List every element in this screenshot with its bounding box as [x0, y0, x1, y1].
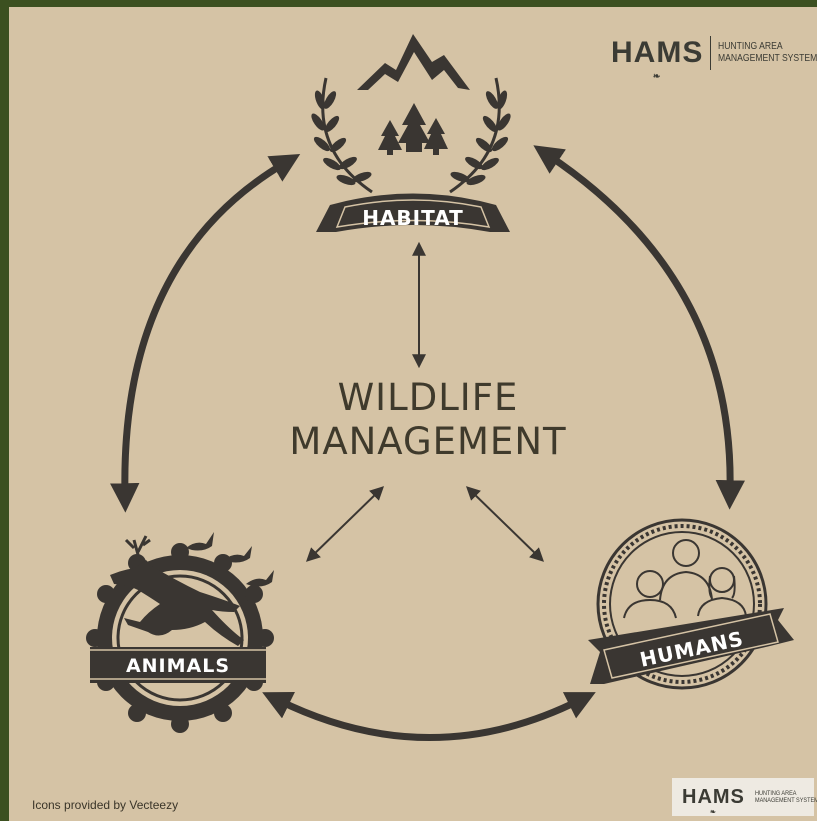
- logo-wordmark-small: HAMS ❧: [682, 785, 745, 816]
- logo-wordmark: HAMS ❧: [611, 36, 704, 81]
- arrow-animals-humans: [262, 692, 596, 741]
- habitat-node: HABITAT: [311, 34, 511, 232]
- habitat-label: HABITAT: [362, 206, 464, 230]
- animals-label: ANIMALS: [126, 655, 230, 677]
- arrow-center-humans: [465, 486, 545, 562]
- animals-node: ANIMALS: [86, 532, 274, 733]
- humans-ribbon: [588, 608, 794, 684]
- oak-leaf-icon-small: ❧: [710, 808, 717, 816]
- arrow-center-animals: [305, 486, 385, 562]
- arrow-habitat-animals: [110, 154, 301, 513]
- oak-leaf-icon: ❧: [652, 71, 662, 81]
- mountain-icon: [357, 34, 470, 90]
- center-title-line2: MANAGEMENT: [289, 420, 567, 463]
- deer-icon: [110, 535, 244, 646]
- center-title: WILDLIFE MANAGEMENT: [228, 376, 628, 464]
- arrow-habitat-humans: [533, 145, 745, 510]
- icon-credit: Icons provided by Vecteezy: [32, 798, 179, 812]
- center-title-line1: WILDLIFE: [337, 376, 519, 419]
- pine-trees-icon: [378, 103, 448, 155]
- people-icon: [623, 539, 747, 619]
- gear-badge: [86, 543, 274, 733]
- hams-logo-bottom: HAMS ❧ HUNTING AREA MANAGEMENT SYSTEM: [672, 778, 817, 816]
- animals-banner: [90, 647, 266, 683]
- humans-node: HUMANS: [588, 518, 794, 690]
- logo-subtitle: HUNTING AREA MANAGEMENT SYSTEM: [718, 40, 817, 64]
- birds-icon: [186, 532, 274, 587]
- logo-subtitle-small: HUNTING AREA MANAGEMENT SYSTEM: [754, 789, 817, 804]
- hams-logo-top: HAMS ❧ HUNTING AREA MANAGEMENT SYSTEM: [611, 36, 817, 81]
- laurel-wreath-icon: [311, 77, 511, 194]
- logo-divider: [710, 36, 712, 70]
